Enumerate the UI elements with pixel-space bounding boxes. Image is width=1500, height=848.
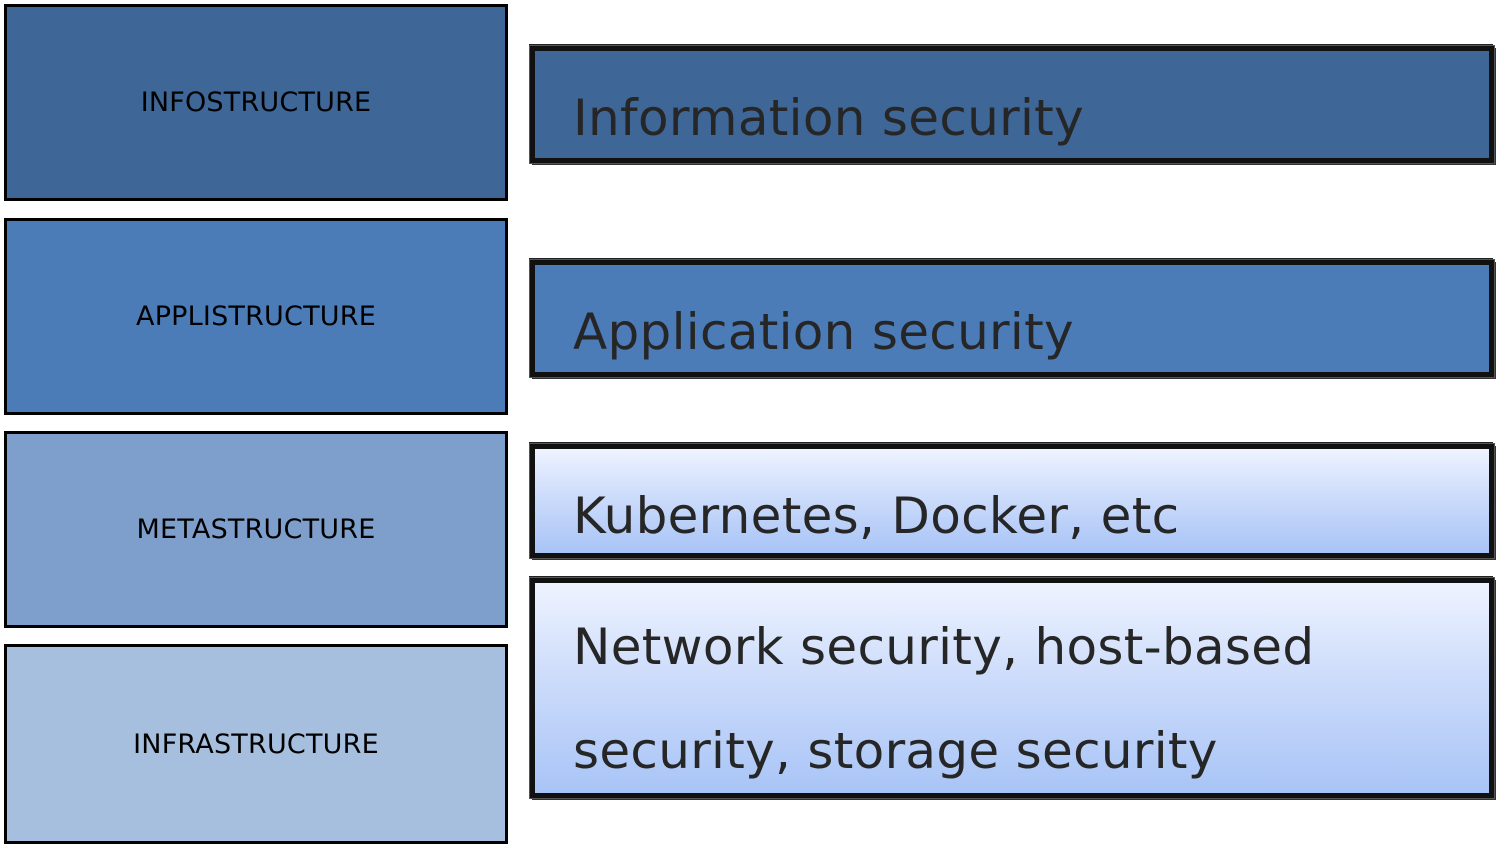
description-box-information-security: Information security [530, 46, 1494, 163]
layer-box-infrastructure: INFRASTRUCTURE [4, 644, 508, 844]
description-text-containers: Kubernetes, Docker, etc [573, 487, 1180, 545]
description-text-information-security: Information security [573, 88, 1084, 147]
description-box-application-security: Application security [530, 260, 1494, 377]
layer-box-infostructure: INFOSTRUCTURE [4, 4, 508, 201]
description-box-containers: Kubernetes, Docker, etc [530, 444, 1494, 558]
layer-box-applistructure: APPLISTRUCTURE [4, 218, 508, 415]
layer-label-infostructure: INFOSTRUCTURE [140, 87, 372, 118]
layer-box-metastructure: METASTRUCTURE [4, 431, 508, 628]
layer-label-applistructure: APPLISTRUCTURE [136, 301, 376, 332]
layer-label-infrastructure: INFRASTRUCTURE [133, 728, 379, 760]
description-text-application-security: Application security [573, 302, 1074, 361]
layer-label-metastructure: METASTRUCTURE [136, 514, 376, 545]
